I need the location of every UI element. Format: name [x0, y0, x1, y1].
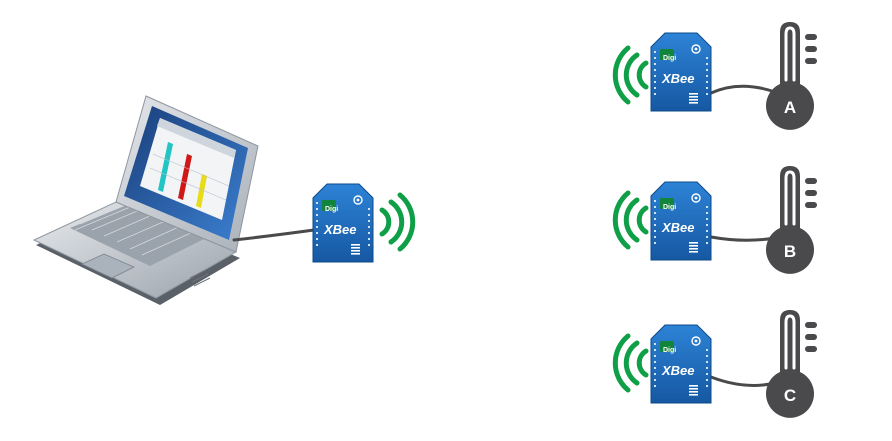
monitoring-app-window	[140, 118, 236, 220]
touchpad	[81, 253, 135, 279]
thermometer-icon-a: A	[764, 20, 819, 132]
laptop	[32, 95, 259, 305]
xbee-module-c: Digi XBee	[650, 324, 712, 404]
thermometer-icon-c: C	[764, 308, 819, 420]
sensor-node-c: Digi XBee C	[615, 308, 819, 420]
coordinator-model: XBee	[323, 222, 357, 237]
coordinator-signal-icon	[379, 192, 416, 252]
xbee-b-brand: Digi	[663, 204, 676, 211]
cable-node-b	[709, 235, 777, 242]
xbee-module-b: Digi XBee	[650, 181, 712, 261]
gauge-red	[178, 154, 192, 200]
sensor-node-b: Digi XBee B	[615, 164, 819, 276]
sensor-label-a: A	[784, 98, 796, 117]
cable-laptop-coordinator	[232, 228, 316, 242]
xbee-b-model: XBee	[661, 220, 695, 235]
coordinator-xbee: Digi XBee	[312, 183, 374, 263]
thermometer-icon-b: B	[764, 164, 819, 276]
keyboard	[70, 197, 210, 266]
cable-node-a	[709, 84, 777, 95]
sensor-label-b: B	[784, 242, 796, 261]
xbee-module-a: Digi XBee	[650, 32, 712, 112]
sensor-node-a: Digi XBee A	[615, 20, 819, 132]
gauge-yellow	[196, 174, 207, 208]
xbee-c-brand: Digi	[663, 347, 676, 354]
xbee-c-model: XBee	[661, 363, 695, 378]
sensor-label-c: C	[784, 386, 796, 405]
coordinator-brand: Digi	[325, 206, 338, 213]
gauge-cyan	[158, 142, 173, 192]
cable-node-c	[709, 375, 777, 387]
xbee-a-brand: Digi	[663, 55, 676, 62]
xbee-a-model: XBee	[661, 71, 695, 86]
